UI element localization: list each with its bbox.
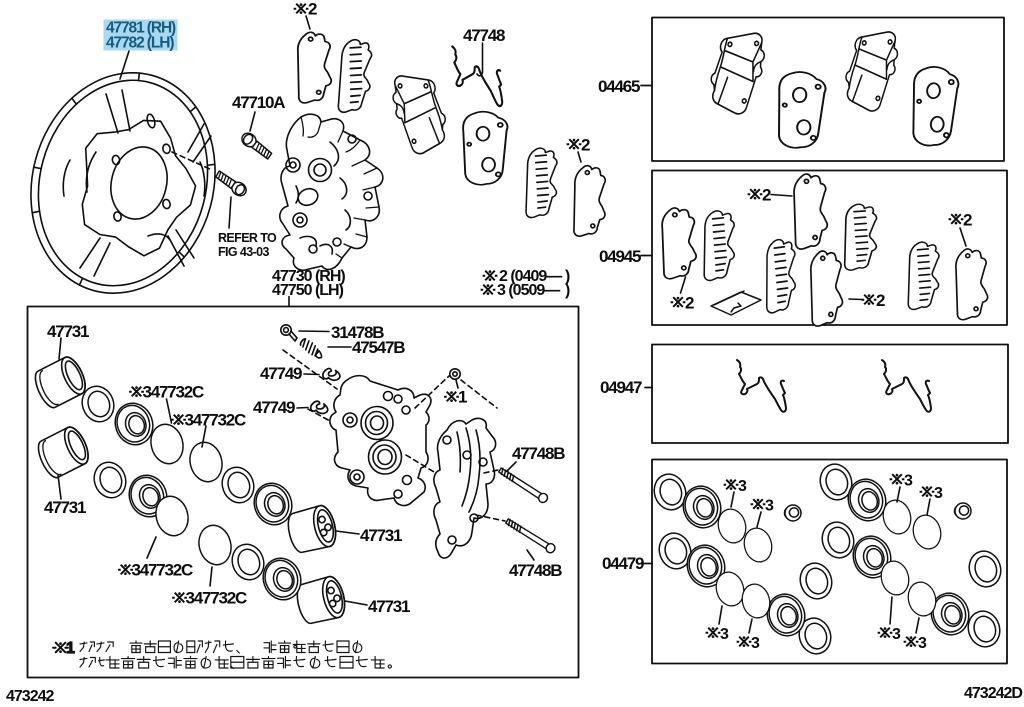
svg-text:47731: 47731 [360,526,402,545]
svg-text:1: 1 [66,640,75,657]
svg-text:2: 2 [308,0,317,19]
svg-text:47731: 47731 [47,322,89,341]
svg-text:2: 2 [581,136,590,155]
svg-text:347732C: 347732C [186,589,248,608]
svg-text:3 (0509—: 3 (0509— [497,282,560,299]
svg-text:47710A: 47710A [232,93,285,112]
svg-text:REFER TO: REFER TO [218,231,277,245]
svg-text:04479: 04479 [602,554,644,573]
svg-text:47731: 47731 [368,597,410,616]
svg-text:347732C: 347732C [132,561,194,580]
svg-text:1: 1 [458,388,467,407]
svg-text:47547B: 47547B [352,338,405,357]
svg-text:47730 (RH): 47730 (RH) [272,268,345,285]
svg-text:473242D: 473242D [964,685,1022,702]
svg-text:04465: 04465 [598,77,640,96]
svg-text:47782 (LH): 47782 (LH) [106,35,174,52]
svg-text:3: 3 [918,635,927,652]
svg-text:47748: 47748 [463,26,505,45]
svg-text:2 (0409—: 2 (0409— [499,268,562,285]
svg-text:347732C: 347732C [185,411,247,430]
svg-text:3: 3 [904,473,913,490]
svg-text:47749: 47749 [260,364,302,383]
svg-text:47781 (RH): 47781 (RH) [106,20,176,37]
svg-text:31478B: 31478B [331,323,384,342]
svg-text:3: 3 [751,635,760,652]
svg-text:347732C: 347732C [143,383,205,402]
svg-text:04945: 04945 [599,247,641,266]
svg-text:47750 (LH): 47750 (LH) [272,282,344,299]
svg-text:47748B: 47748B [512,444,565,463]
svg-text:3: 3 [720,626,729,643]
svg-text:2: 2 [876,291,885,310]
svg-text:2: 2 [963,211,972,230]
svg-text:3: 3 [892,626,901,643]
svg-text:3: 3 [934,485,943,502]
svg-text:): ) [565,268,570,285]
svg-text:47748B: 47748B [509,561,562,580]
svg-text:3: 3 [738,478,747,495]
svg-text:): ) [565,282,570,299]
svg-text:47749: 47749 [253,398,295,417]
svg-text:3: 3 [765,498,774,515]
svg-text:47731: 47731 [44,498,86,517]
svg-text:04947: 04947 [600,378,642,397]
svg-text:FIG 43-03: FIG 43-03 [218,245,270,259]
svg-text:473242: 473242 [6,688,54,705]
svg-text:2: 2 [762,186,771,205]
svg-text:2: 2 [685,294,694,313]
